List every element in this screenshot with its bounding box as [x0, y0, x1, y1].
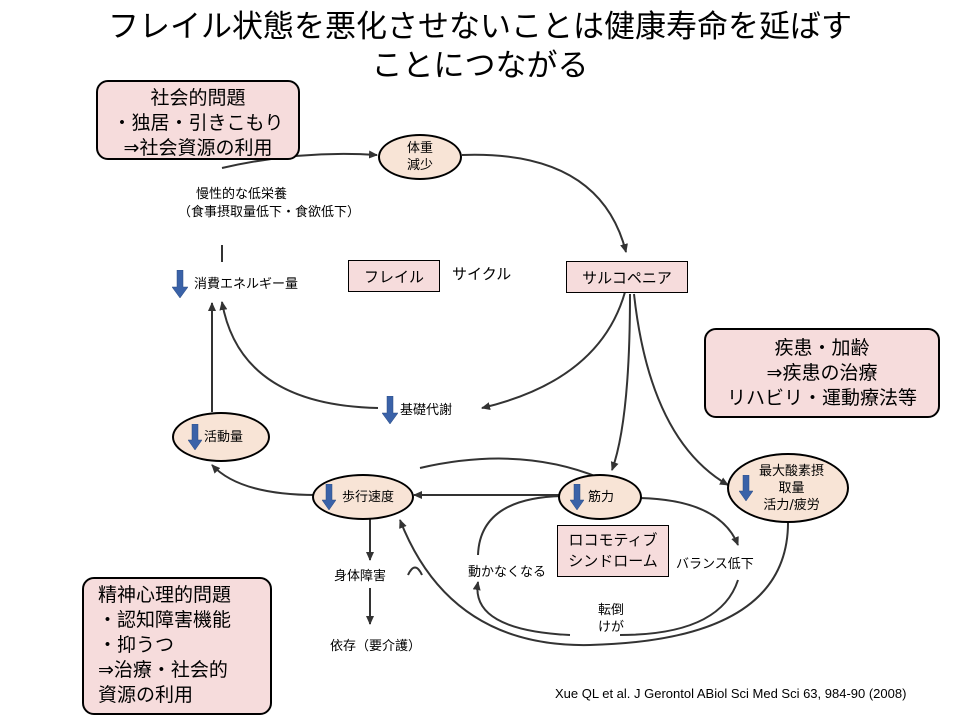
- weight-loss-node: 体重 減少: [378, 134, 462, 180]
- mental-panel-heading: 精神心理的問題: [98, 584, 232, 606]
- mental-panel-line: ⇒治療・社会的: [98, 659, 228, 681]
- page-title-line1: フレイル状態を悪化させないことは健康寿命を延ばす: [108, 9, 852, 45]
- down-arrow-icon: [172, 270, 188, 298]
- sarcopenia-node: サルコペニア: [566, 261, 688, 293]
- fall-label: 転倒 けが: [598, 602, 624, 636]
- disease-panel-line: リハビリ・運動療法等: [726, 387, 917, 409]
- weight-loss-label: 減少: [406, 158, 433, 173]
- vo2max-label: 取量: [778, 480, 805, 496]
- down-arrow-icon: [382, 396, 398, 424]
- mental-issues-panel: 精神心理的問題 ・認知障害機能 ・抑うつ ⇒治療・社会的 資源の利用: [82, 577, 272, 715]
- disability-label: 身体障害: [334, 569, 387, 584]
- balance-label: バランス低下: [676, 557, 754, 572]
- cycle-label: サイクル: [452, 265, 512, 283]
- social-panel-heading: 社会的問題: [150, 87, 246, 109]
- malnutrition-sublabel: （食事摂取量低下・食欲低下）: [178, 205, 361, 220]
- fall-line: けが: [598, 620, 625, 635]
- down-arrow-icon: [188, 424, 202, 450]
- frail-node: フレイル: [348, 260, 440, 292]
- mental-panel-line: ・抑うつ: [98, 634, 175, 656]
- basal-metabolism-label: 基礎代謝: [400, 403, 453, 418]
- weight-loss-label: 体重: [406, 141, 433, 156]
- social-panel-line: ・独居・引きこもり: [112, 112, 284, 134]
- dependence-label: 依存（要介護）: [330, 639, 422, 654]
- muscle-strength-label: 筋力: [588, 489, 615, 505]
- vo2max-label: 活力/疲労: [763, 497, 820, 513]
- vo2max-label: 最大酸素摂: [759, 463, 825, 479]
- disease-aging-panel: 疾患・加齢 ⇒疾患の治療 リハビリ・運動療法等: [704, 328, 940, 418]
- fall-line: 転倒: [598, 603, 625, 618]
- malnutrition-label: 慢性的な低栄養: [196, 187, 288, 202]
- citation: Xue QL et al. J Gerontol ABiol Sci Med S…: [555, 686, 907, 701]
- muscle-strength-node: 筋力: [558, 474, 642, 520]
- energy-label: 消費エネルギー量: [194, 277, 299, 292]
- disease-panel-line: ⇒疾患の治療: [766, 362, 878, 384]
- down-arrow-icon: [739, 475, 753, 501]
- locomotive-syndrome-node: ロコモティブ シンドローム: [557, 525, 669, 577]
- activity-label: 活動量: [204, 429, 244, 445]
- social-panel-line: ⇒社会資源の利用: [123, 137, 273, 159]
- disease-panel-heading: 疾患・加齢: [774, 337, 870, 359]
- social-issues-panel: 社会的問題 ・独居・引きこもり ⇒社会資源の利用: [96, 80, 300, 160]
- mental-panel-line: ・認知障害機能: [98, 609, 232, 631]
- down-arrow-icon: [570, 484, 584, 510]
- locomotive-label: シンドローム: [568, 552, 658, 570]
- page-title-line2: ことにつながる: [371, 48, 589, 84]
- walking-speed-node: 歩行速度: [312, 474, 414, 520]
- activity-node: 活動量: [172, 412, 270, 462]
- immobile-label: 動かなくなる: [468, 565, 547, 580]
- mental-panel-line: 資源の利用: [98, 684, 194, 706]
- locomotive-label: ロコモティブ: [568, 531, 658, 549]
- walking-speed-label: 歩行速度: [342, 489, 395, 505]
- vo2max-node: 最大酸素摂 取量 活力/疲労: [727, 453, 849, 523]
- down-arrow-icon: [322, 484, 336, 510]
